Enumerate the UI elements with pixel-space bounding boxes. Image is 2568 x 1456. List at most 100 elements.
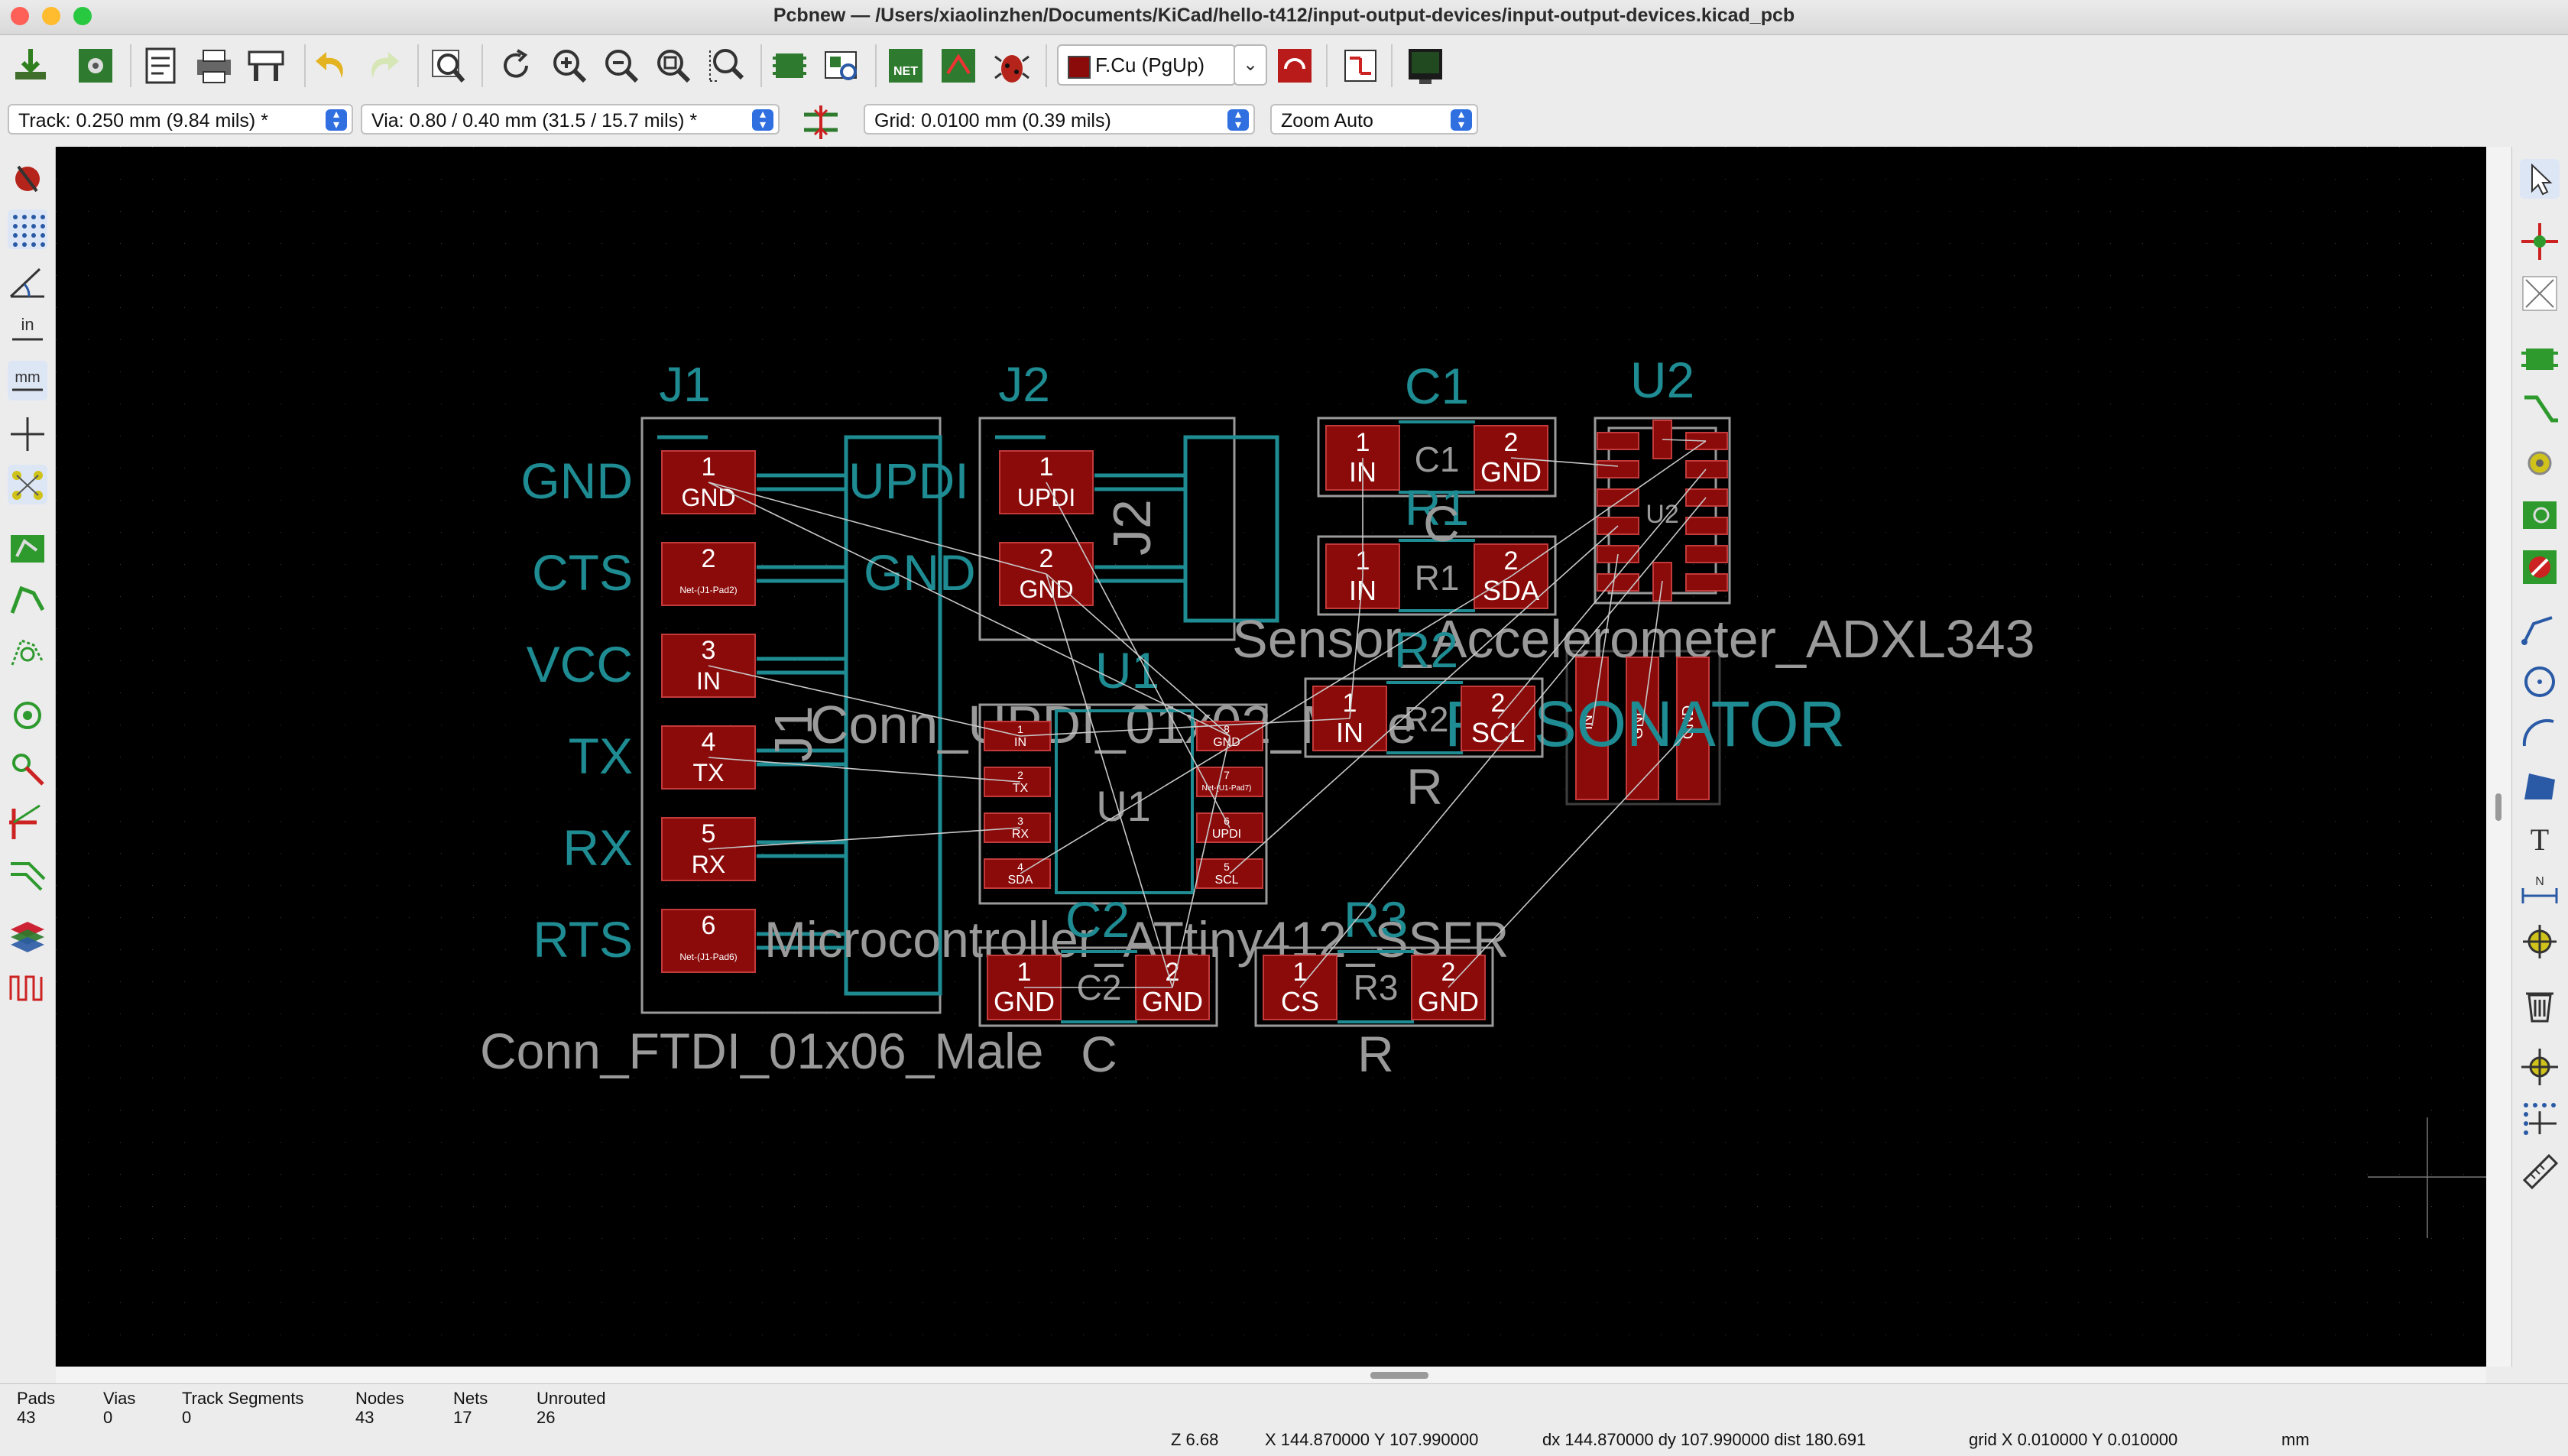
pad-net: GND — [1019, 576, 1073, 603]
layer-alignment-target-icon[interactable] — [2518, 920, 2561, 963]
page-settings-icon[interactable] — [138, 43, 183, 89]
footprint-editor-icon[interactable] — [767, 43, 812, 89]
pad-number: 3 — [1017, 815, 1023, 827]
horizontal-scroll-thumb[interactable] — [1370, 1372, 1428, 1379]
grid-toggle-icon[interactable] — [6, 208, 49, 251]
local-ratsnest-icon[interactable] — [2518, 272, 2561, 315]
layer-dropdown-button[interactable]: ⌄ — [1234, 44, 1267, 86]
j1-pin-label: RTS — [533, 911, 633, 968]
draw-line-icon[interactable] — [2518, 608, 2561, 651]
pad-net: UPDI — [1017, 484, 1075, 511]
track-width-select[interactable]: Track: 0.250 mm (9.84 mils) * ▴▾ — [8, 104, 353, 135]
print-icon[interactable] — [191, 43, 237, 89]
ref-c2: C2 — [1065, 891, 1130, 948]
high-contrast-icon[interactable] — [6, 853, 49, 896]
active-layer-label: F.Cu (PgUp) — [1095, 54, 1205, 76]
add-text-icon[interactable]: T — [2518, 816, 2561, 859]
vertical-scrollbar[interactable] — [2486, 147, 2511, 1367]
microwave-tools-icon[interactable] — [6, 966, 49, 1009]
zoom-out-icon[interactable] — [598, 43, 644, 89]
pad-number: 2 — [1491, 689, 1506, 718]
highlight-net-icon[interactable] — [2518, 220, 2561, 263]
grid-select[interactable]: Grid: 0.0100 mm (0.39 mils) ▴▾ — [864, 104, 1255, 135]
draw-polygon-icon[interactable] — [2518, 764, 2561, 807]
footprint-browser-icon[interactable] — [819, 43, 865, 89]
vertical-scroll-thumb[interactable] — [2495, 793, 2502, 821]
draw-circle-icon[interactable] — [2518, 660, 2561, 703]
pad-net: SCL — [1471, 717, 1525, 748]
zone-outline-icon[interactable] — [6, 579, 49, 622]
ratsnest-toggle-icon[interactable] — [6, 463, 49, 506]
route-track-icon[interactable] — [2518, 390, 2561, 433]
redraw-icon[interactable] — [493, 43, 539, 89]
add-dimension-icon[interactable]: N — [2518, 868, 2561, 911]
pad-number: 5 — [1224, 861, 1230, 873]
draw-arc-icon[interactable] — [2518, 712, 2561, 755]
board-setup-icon[interactable] — [73, 43, 118, 89]
plot-icon[interactable] — [243, 43, 289, 89]
layers-manager-icon[interactable] — [6, 914, 49, 957]
close-window-button[interactable] — [11, 7, 29, 25]
measure-tool-icon[interactable] — [2518, 1150, 2561, 1192]
pad[interactable]: 1IN — [984, 721, 1051, 751]
pcb-canvas[interactable]: J1 GND CTS VCC TX RX RTS UPDI GND J1 — [56, 147, 2486, 1367]
cursor-xy-readout: X 144.870000 Y 107.990000 — [1265, 1430, 1479, 1449]
polar-coords-icon[interactable] — [6, 260, 49, 303]
netlist-icon[interactable]: NET — [883, 43, 929, 89]
via-size-select[interactable]: Via: 0.80 / 0.40 mm (31.5 / 15.7 mils) *… — [361, 104, 780, 135]
minimize-window-button[interactable] — [42, 7, 60, 25]
pad-sketch-icon[interactable] — [6, 694, 49, 737]
footprint-u2[interactable]: U2 U2 Sensor_Accelerometer_ADXL343 — [1232, 352, 2035, 669]
zoom-fit-icon[interactable] — [650, 43, 696, 89]
drc-icon[interactable] — [989, 43, 1035, 89]
set-origin-icon[interactable] — [2518, 1046, 2561, 1088]
3d-viewer-icon[interactable] — [1402, 43, 1448, 89]
pad[interactable]: 3RX — [984, 812, 1051, 843]
undo-icon[interactable] — [308, 43, 354, 89]
track-sketch-icon[interactable] — [6, 801, 49, 844]
pad[interactable]: 2TX — [984, 767, 1051, 797]
delete-icon[interactable] — [2518, 983, 2561, 1026]
zoom-select[interactable]: Zoom Auto ▴▾ — [1270, 104, 1478, 135]
add-footprint-icon[interactable] — [2518, 338, 2561, 381]
zoom-window-button[interactable] — [73, 7, 92, 25]
add-via-icon[interactable] — [2518, 442, 2561, 485]
inches-units-icon[interactable]: in — [6, 309, 49, 352]
microwave-icon[interactable] — [1272, 43, 1318, 89]
add-zone-icon[interactable] — [2518, 494, 2561, 537]
ratsnest — [708, 439, 1707, 988]
via-sketch-icon[interactable] — [6, 747, 49, 790]
mm-units-icon[interactable]: mm — [6, 359, 49, 402]
zone-fill-icon[interactable] — [6, 527, 49, 570]
active-layer-select[interactable]: F.Cu (PgUp) — [1057, 44, 1236, 86]
grid-origin-icon[interactable] — [2518, 1098, 2561, 1140]
zoom-selection-icon[interactable] — [704, 43, 750, 89]
value-j1: Conn_FTDI_01x06_Male — [480, 1023, 1043, 1079]
pad-net: GND — [1480, 456, 1542, 488]
save-board-icon[interactable] — [8, 43, 54, 89]
update-pcb-icon[interactable] — [935, 43, 981, 89]
scripting-console-icon[interactable] — [1338, 43, 1383, 89]
zone-sketch-icon[interactable] — [6, 631, 49, 674]
select-arrow-icon[interactable] — [2518, 157, 2561, 200]
window-title: Pcbnew — /Users/xiaolinzhen/Documents/Ki… — [773, 5, 1795, 26]
horizontal-scrollbar[interactable] — [56, 1367, 2486, 1383]
auto-track-width-icon[interactable] — [798, 99, 844, 145]
zoom-in-icon[interactable] — [546, 43, 592, 89]
cursor-shape-icon[interactable] — [6, 413, 49, 456]
add-keepout-icon[interactable] — [2518, 546, 2561, 589]
status-bar: Pads 43 Vias 0 Track Segments 0 Nodes 43… — [0, 1383, 2568, 1456]
drc-markers-icon[interactable] — [6, 156, 49, 199]
find-icon[interactable] — [425, 43, 471, 89]
value-r2: R — [1406, 758, 1443, 815]
redo-icon[interactable] — [361, 43, 407, 89]
